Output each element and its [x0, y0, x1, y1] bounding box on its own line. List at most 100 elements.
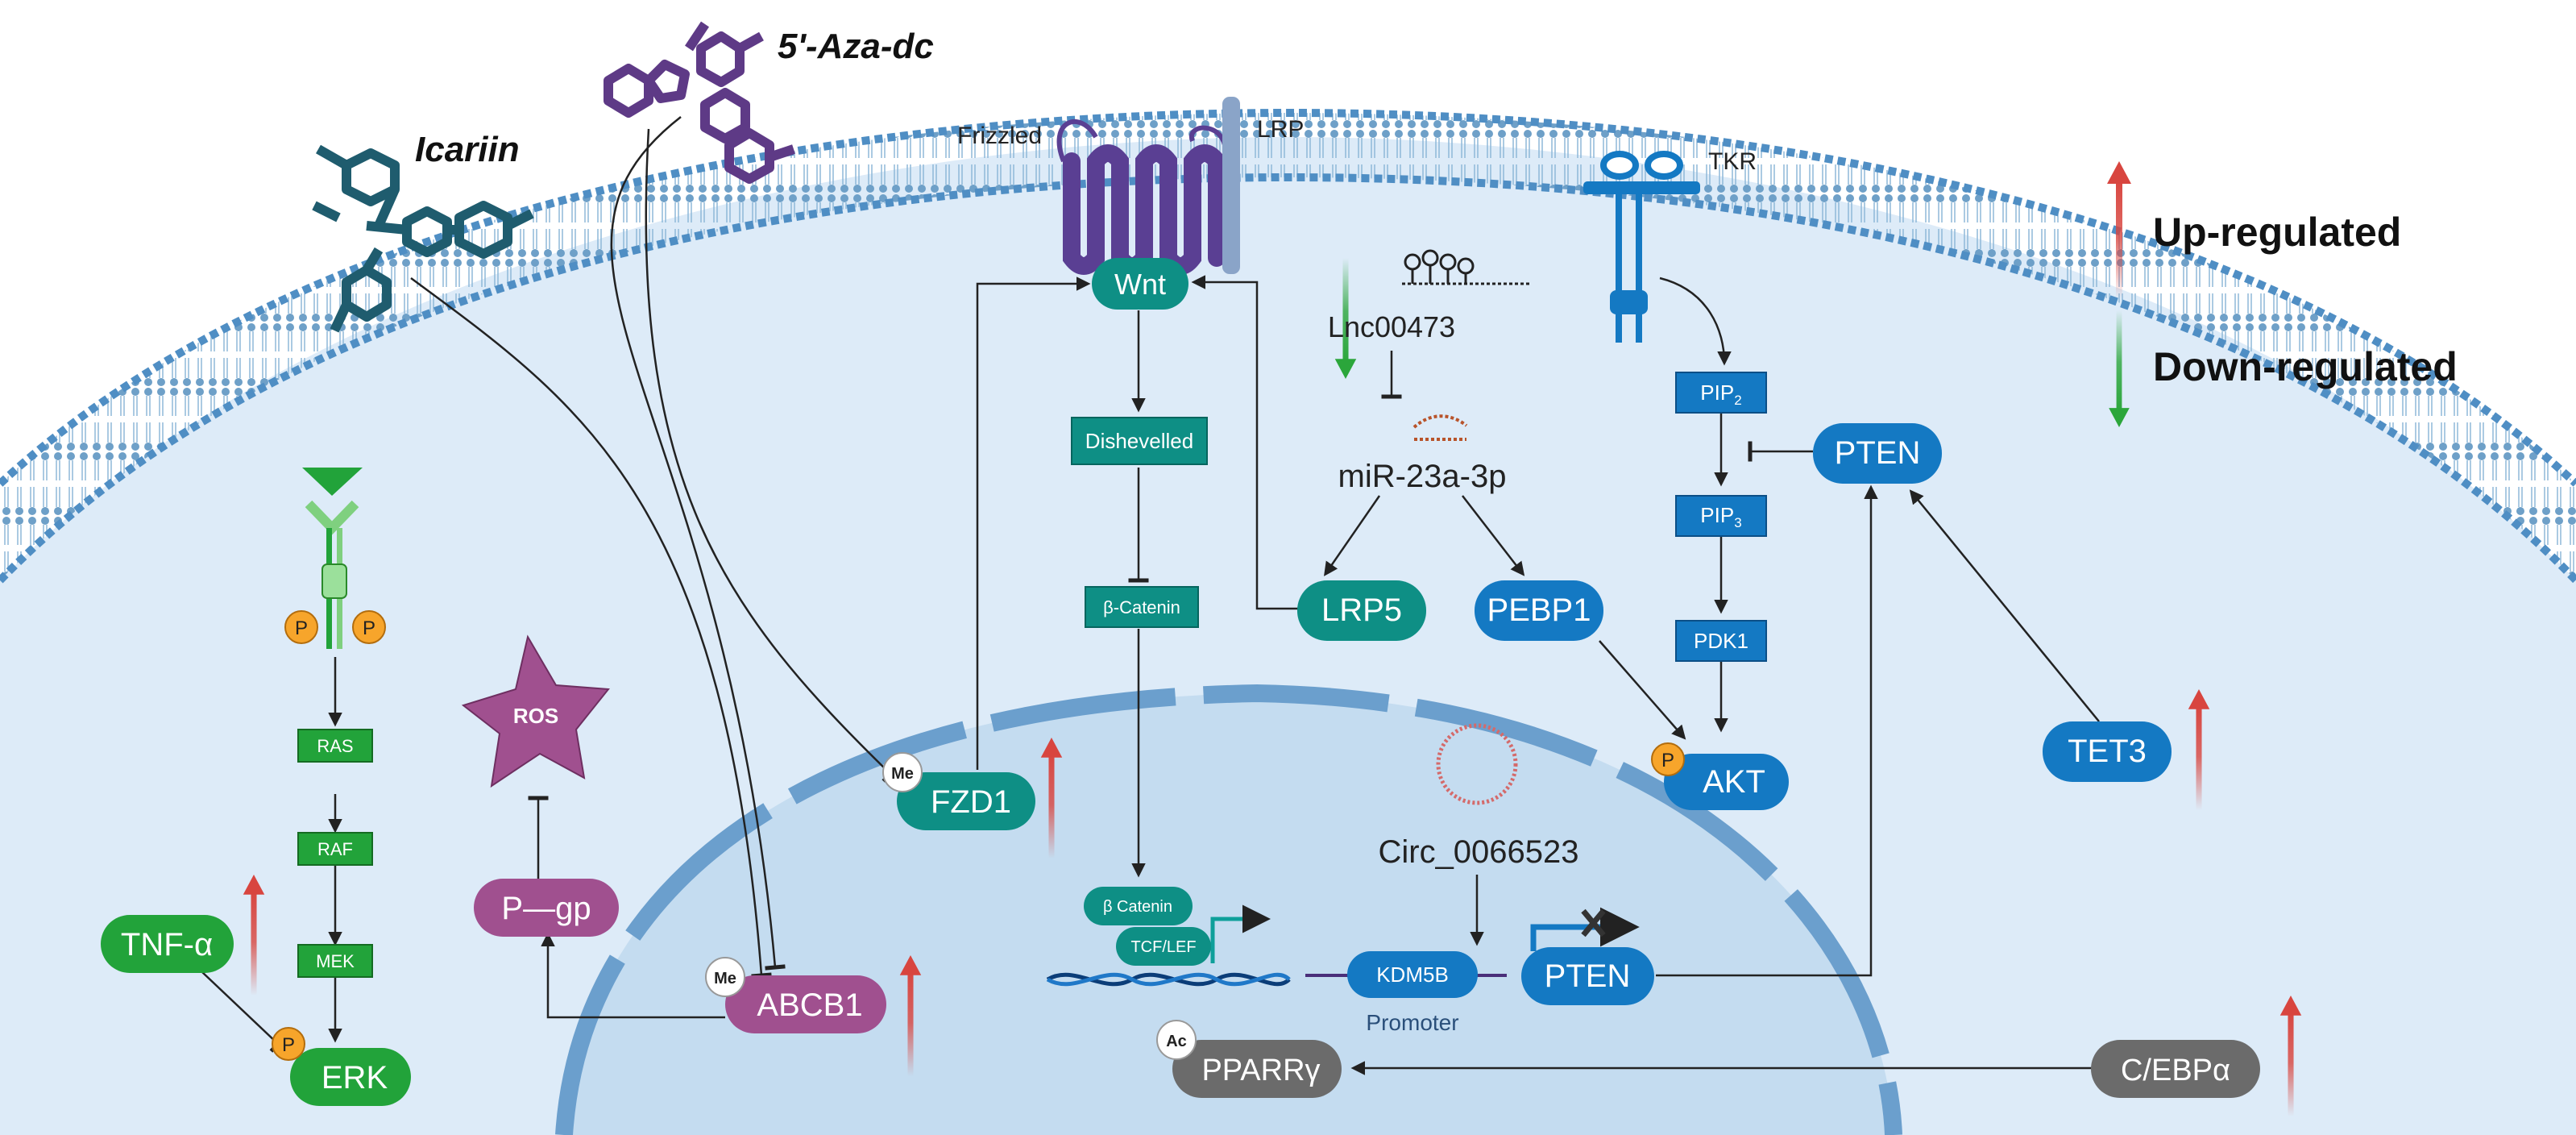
nuclear-envelope	[555, 684, 1902, 1135]
pdk1-box	[1675, 620, 1767, 662]
frizzled-label: Frizzled	[957, 123, 1042, 149]
ros-star	[461, 634, 610, 788]
fzd1-node	[897, 772, 1035, 830]
edge-lrp5-wnt	[1191, 275, 1309, 610]
receptor-phospho-left	[284, 610, 318, 644]
membrane-inner-edge	[0, 173, 2576, 584]
nucleus-interior	[564, 693, 1894, 1135]
azadc-molecule	[604, 21, 795, 184]
dishevelled-label: Dishevelled	[1085, 429, 1193, 453]
cytoplasm	[0, 137, 2576, 1135]
kdm5b-node	[1347, 951, 1478, 998]
beta-catenin-nuc-node	[1084, 887, 1193, 925]
azadc-label: 5'-Aza-dc	[778, 27, 934, 66]
erk-node	[290, 1048, 411, 1106]
dishevelled-box	[1071, 417, 1208, 465]
pten-nuc-label: PTEN	[1545, 958, 1631, 994]
cebpa-node	[2091, 1040, 2260, 1098]
edge-mir-lrp5	[1324, 495, 1381, 576]
abcb1-methyl-label: Me	[714, 970, 736, 987]
lrp5-label: LRP5	[1321, 592, 1402, 628]
dna-helix	[1046, 972, 1291, 987]
abcb1-node	[725, 975, 886, 1033]
edge-tet3-pten	[1909, 489, 2100, 722]
pparg-node	[1172, 1040, 1342, 1098]
blocked-x-icon	[1581, 908, 1606, 938]
ros-label: ROS	[513, 704, 558, 728]
edge-pebp1-akt	[1599, 640, 1686, 740]
legend-up-label: Up-regulated	[2153, 210, 2401, 255]
wnt-label: Wnt	[1114, 268, 1166, 301]
receptor-phospho-right-label: P	[363, 617, 375, 639]
kdm5b-label: KDM5B	[1376, 962, 1449, 987]
pebp1-node	[1475, 580, 1603, 641]
lnc-label: Lnc00473	[1328, 310, 1455, 343]
ras-label: RAS	[317, 736, 353, 756]
tkr-label: TKR	[1708, 148, 1757, 175]
tet3-node	[2043, 721, 2172, 782]
fzd1-methyl-badge	[882, 752, 923, 792]
akt-label: AKT	[1703, 764, 1765, 800]
circ-rna-icon	[1436, 723, 1518, 805]
pip2-box	[1675, 372, 1767, 414]
tnf-node	[101, 915, 234, 973]
abcb1-methyl-badge	[705, 957, 745, 997]
edge-tkr-pip2	[1659, 276, 1732, 366]
raf-box	[297, 832, 373, 866]
pgp-node	[474, 879, 619, 937]
pdk1-label: PDK1	[1694, 629, 1748, 653]
tet3-label: TET3	[2068, 734, 2147, 769]
mir-label: miR-23a-3p	[1338, 459, 1507, 494]
mek-box	[297, 944, 373, 978]
icariin-label: Icariin	[415, 130, 520, 169]
edge-abcb1-pgp	[541, 932, 725, 1019]
membrane-outer-edge	[0, 108, 2576, 487]
akt-phospho-badge	[1651, 742, 1685, 776]
nucleus	[555, 684, 1902, 1135]
ras-receptor	[302, 468, 363, 649]
membrane-outer-layer	[0, 113, 2576, 580]
edge-icariin-abcb1	[410, 276, 772, 979]
edge-pten-nuc-pten	[1656, 484, 1878, 977]
icariin-molecule	[312, 144, 534, 333]
erk-label: ERK	[321, 1060, 388, 1096]
tcf-lef-node	[1116, 927, 1211, 966]
lrp5-node	[1297, 580, 1426, 641]
edges	[201, 116, 2111, 1075]
edge-tnf-erk	[201, 971, 287, 1053]
pparg-acetyl-badge	[1156, 1020, 1197, 1060]
pten-top-node	[1813, 423, 1942, 484]
cebpa-label: C/EBPα	[2121, 1054, 2230, 1087]
lrp-label: LRP	[1257, 116, 1304, 143]
beta-catenin-nuc-label: β Catenin	[1103, 898, 1172, 916]
beta-catenin-box	[1085, 586, 1199, 628]
raf-label: RAF	[317, 839, 353, 859]
receptor-phospho-right	[352, 610, 386, 644]
edge-azadc-abcb1	[610, 116, 786, 971]
pparg-label: PPARRγ	[1201, 1054, 1320, 1087]
edge-fzd1-wnt	[976, 276, 1091, 770]
erk-phospho-badge	[272, 1027, 305, 1061]
pip3-box	[1675, 495, 1767, 537]
akt-phospho-label: P	[1661, 750, 1674, 771]
beta-catenin-label: β-Catenin	[1103, 597, 1180, 617]
fzd1-label: FZD1	[931, 784, 1011, 820]
edge-azadc-fzd1	[645, 128, 899, 783]
pten-top-label: PTEN	[1835, 435, 1921, 471]
fzd1-methyl-label: Me	[891, 765, 914, 783]
cell	[0, 108, 2576, 1135]
tnf-label: TNF-α	[121, 927, 213, 962]
circ-label: Circ_0066523	[1378, 834, 1578, 870]
tcf-transcription-arrow-icon	[1210, 904, 1271, 963]
pten-nuc-node	[1521, 947, 1654, 1005]
receptor-phospho-left-label: P	[295, 617, 308, 639]
mir-rna-icon	[1412, 414, 1468, 441]
pparg-acetyl-label: Ac	[1166, 1033, 1187, 1050]
wnt-node	[1092, 258, 1188, 310]
pgp-label: P—gp	[501, 891, 591, 926]
mek-label: MEK	[316, 951, 355, 971]
akt-node	[1664, 754, 1789, 810]
erk-phospho-label: P	[282, 1034, 295, 1056]
pebp1-label: PEBP1	[1487, 592, 1591, 628]
